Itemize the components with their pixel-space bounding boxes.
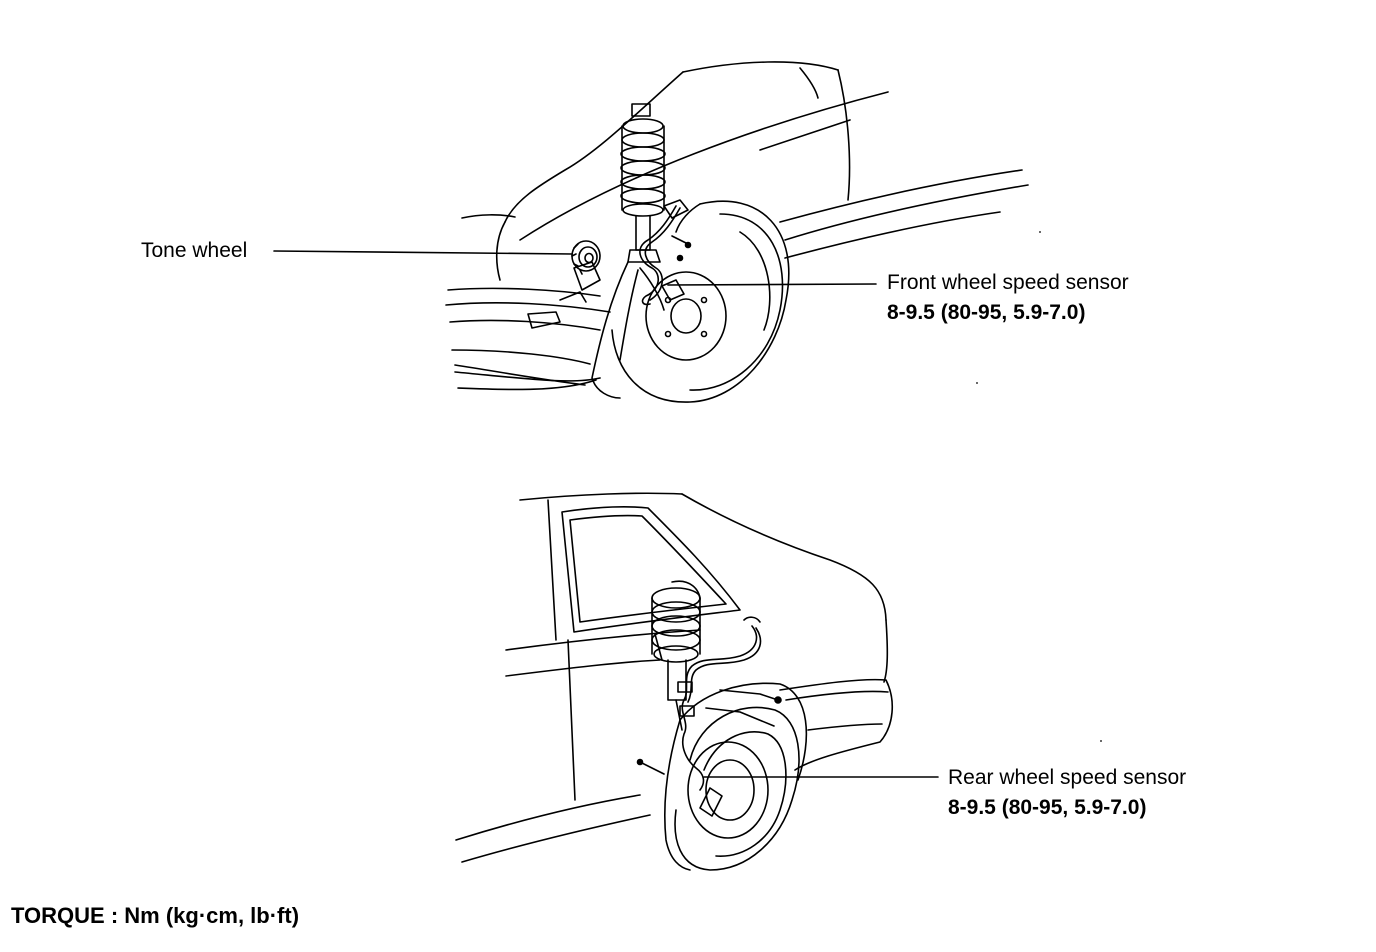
front-strut-spring — [620, 103, 689, 263]
tone-wheel-part — [571, 240, 601, 275]
front-car-body — [445, 61, 1029, 399]
front-sensor-torque-spec: 8-9.5 (80-95, 5.9-7.0) — [887, 301, 1086, 324]
front-sensor-cable — [639, 205, 692, 306]
front-wheel-and-rotor — [611, 200, 790, 403]
front-wheel-speed-sensor-label: Front wheel speed sensor — [887, 271, 1129, 294]
rear-sensor-cable — [636, 616, 782, 791]
rear-car-body — [455, 492, 894, 871]
front-sensor-leader — [667, 283, 877, 286]
rear-strut-spring — [651, 580, 701, 731]
tone-wheel-label: Tone wheel — [141, 239, 248, 262]
rear-wheel-speed-sensor-label: Rear wheel speed sensor — [948, 766, 1187, 789]
tone-wheel-leader — [273, 250, 573, 255]
rear-wheel-and-drum — [674, 706, 800, 871]
rear-sensor-torque-spec: 8-9.5 (80-95, 5.9-7.0) — [948, 796, 1147, 819]
torque-units-legend: TORQUE : Nm (kg·cm, lb·ft) — [11, 903, 300, 928]
